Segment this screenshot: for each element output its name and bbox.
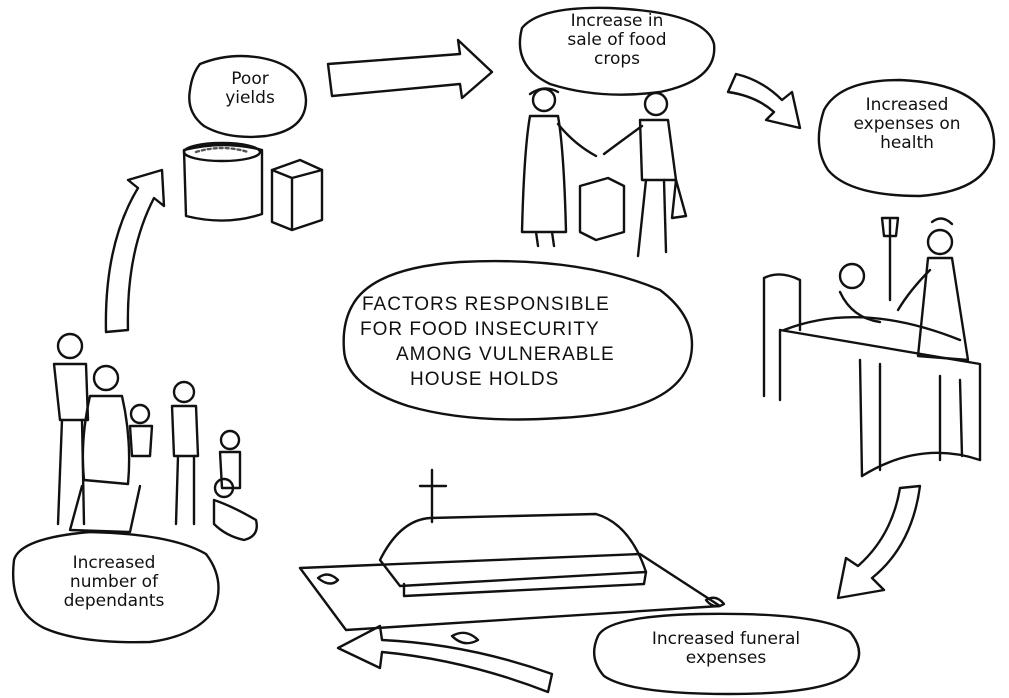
arrow-sale-to-health — [728, 74, 800, 128]
label-funeral-expenses: Increased funeral expenses — [600, 630, 852, 668]
arrow-funeral-to-dependants — [338, 626, 552, 692]
arrow-yields-to-sale — [328, 40, 492, 98]
label-sale-food-crops: Increase in sale of food crops — [522, 12, 712, 69]
market-scene-drawing — [522, 88, 686, 256]
arrow-dependants-to-yields — [106, 170, 164, 332]
diagram-title: FACTORS RESPONSIBLE FOR FOOD INSECURITY … — [362, 292, 615, 392]
label-dependants: Increased number of dependants — [16, 554, 212, 611]
family-drawing — [54, 334, 257, 540]
sack-and-box-drawing — [184, 143, 322, 230]
hospital-scene-drawing — [764, 218, 980, 476]
label-health-expenses: Increased expenses on health — [822, 96, 992, 153]
label-poor-yields: Poor yields — [198, 70, 302, 108]
grave-drawing — [300, 470, 724, 643]
arrow-health-to-funeral — [838, 486, 920, 598]
